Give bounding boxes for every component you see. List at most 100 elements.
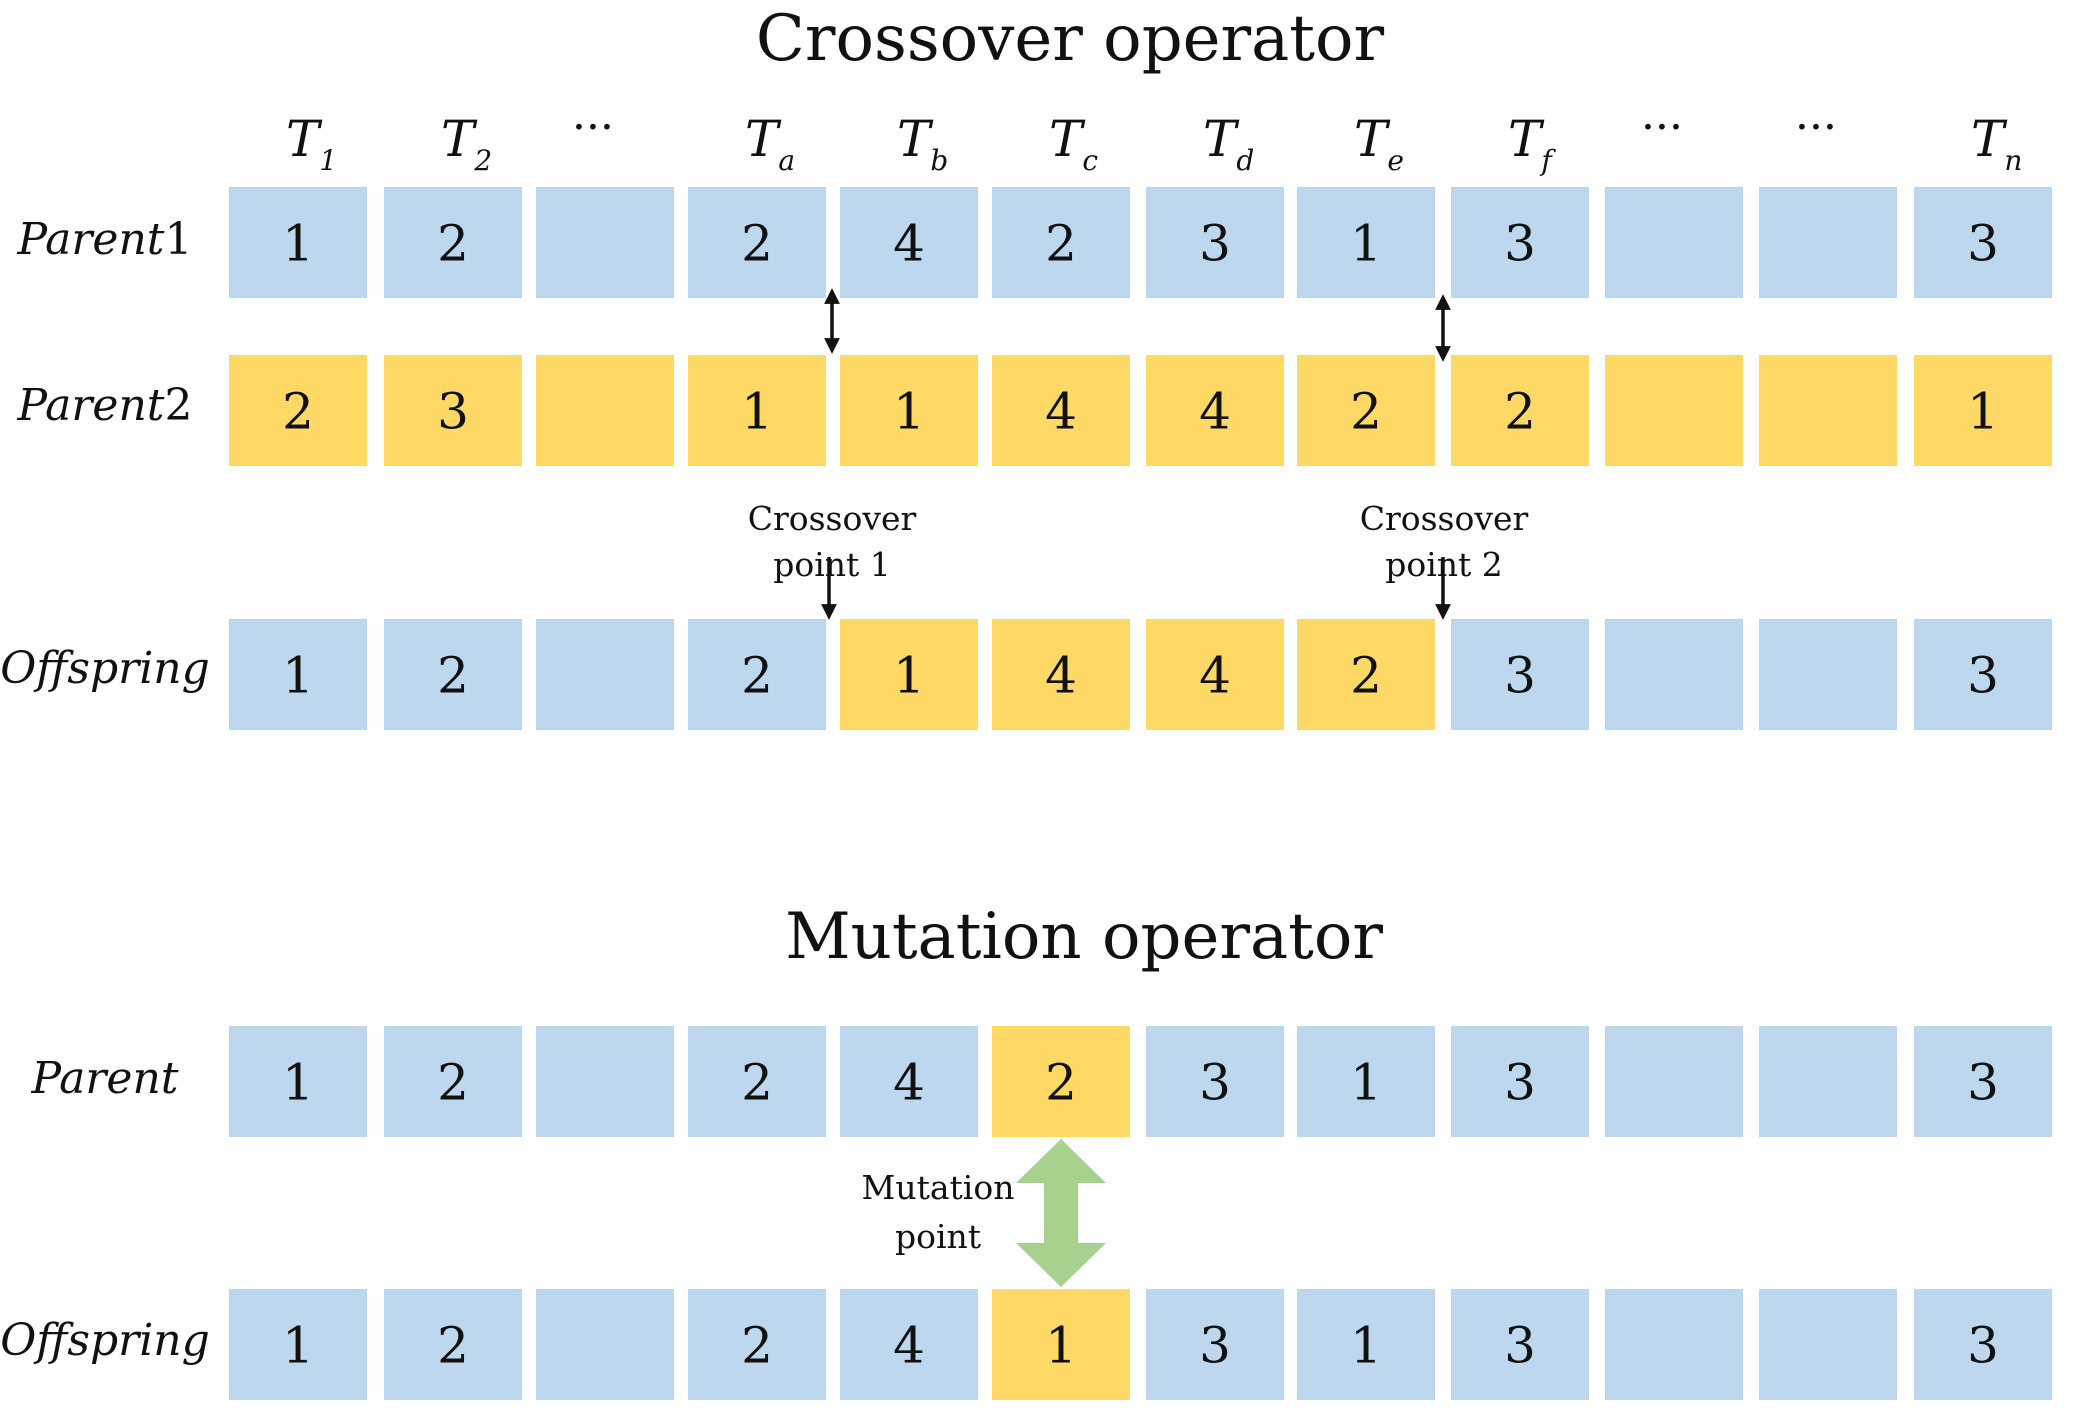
- gene-cell: [1759, 1026, 1897, 1137]
- column-header-ellipsis: ···: [1641, 102, 1683, 153]
- gene-cell: [840, 619, 978, 730]
- gene-value: 2: [741, 647, 773, 705]
- parent1-row-label-number: 1: [164, 214, 192, 265]
- gene-cell: [1146, 355, 1284, 466]
- column-header-subscript: c: [1082, 144, 1098, 177]
- gene-cell: [1451, 187, 1589, 298]
- column-header: Te: [1354, 110, 1404, 177]
- gene-value: 2: [437, 647, 469, 705]
- gene-value: 4: [893, 1054, 925, 1112]
- gene-cell: [688, 1289, 826, 1400]
- gene-cell: [1914, 1289, 2052, 1400]
- gene-cell: [688, 355, 826, 466]
- gene-value: 2: [1045, 1054, 1077, 1112]
- gene-value: 1: [1350, 215, 1382, 273]
- gene-value: 4: [1199, 647, 1231, 705]
- gene-cell: [536, 187, 674, 298]
- gene-cell: [1605, 1026, 1743, 1137]
- gene-value: 1: [893, 383, 925, 441]
- column-header-subscript: b: [930, 144, 948, 177]
- gene-cell: [840, 187, 978, 298]
- column-header: T1: [286, 110, 337, 177]
- mutation-point-label: Mutation: [862, 1168, 1015, 1207]
- column-header-main: T: [1971, 110, 2008, 168]
- crossover-offspring-row-label-text: Offspring: [0, 643, 210, 694]
- gene-value: 2: [741, 1317, 773, 1375]
- column-header-main: T: [897, 110, 934, 168]
- gene-cell: [1605, 355, 1743, 466]
- gene-cell: [992, 619, 1130, 730]
- column-header: Ta: [745, 110, 795, 177]
- column-header: Td: [1203, 110, 1254, 177]
- mutation-double-arrow: [1016, 1139, 1106, 1287]
- gene-cell: [384, 355, 522, 466]
- gene-cell: [1914, 619, 2052, 730]
- gene-value: 3: [1504, 215, 1536, 273]
- mutation-parent-row-label-text: Parent: [31, 1053, 179, 1104]
- column-header: T2: [441, 110, 492, 177]
- gene-value: 4: [893, 1317, 925, 1375]
- column-header: Tb: [897, 110, 948, 177]
- gene-cell: [1451, 619, 1589, 730]
- gene-cell: [1605, 187, 1743, 298]
- gene-value: 1: [1967, 383, 1999, 441]
- gene-value: 2: [437, 215, 469, 273]
- gene-value: 1: [282, 215, 314, 273]
- gene-cell: [992, 187, 1130, 298]
- gene-cell: [1605, 619, 1743, 730]
- column-header-subscript: n: [2004, 144, 2022, 177]
- column-header: Tc: [1049, 110, 1098, 177]
- gene-cell: [384, 1289, 522, 1400]
- gene-value: 2: [741, 1054, 773, 1112]
- column-header-ellipsis: ···: [1795, 102, 1837, 153]
- gene-cell: [384, 619, 522, 730]
- gene-cell: [229, 619, 367, 730]
- gene-cell: [536, 1289, 674, 1400]
- gene-cell: [1297, 619, 1435, 730]
- crossover-title: Crossover operator: [756, 2, 1385, 76]
- gene-value: 2: [1045, 215, 1077, 273]
- gene-cell: [229, 187, 367, 298]
- gene-value: 4: [1045, 383, 1077, 441]
- gene-value: 2: [1350, 647, 1382, 705]
- gene-value: 4: [1199, 383, 1231, 441]
- mutation-offspring-row-label: Offspring: [0, 1315, 210, 1366]
- gene-value: 4: [1045, 647, 1077, 705]
- gene-value: 2: [1350, 383, 1382, 441]
- gene-value: 3: [1199, 215, 1231, 273]
- gene-cell: [1759, 619, 1897, 730]
- gene-value: 3: [1967, 1054, 1999, 1112]
- gene-cell: [1914, 355, 2052, 466]
- parent1-row-label-text: Parent: [17, 214, 165, 265]
- gene-value: 1: [282, 1317, 314, 1375]
- gene-cell: [536, 355, 674, 466]
- gene-cell: [384, 187, 522, 298]
- gene-cell: [1605, 1289, 1743, 1400]
- crossover-point-1-label: point 1: [773, 545, 891, 584]
- gene-cell: [1297, 187, 1435, 298]
- column-header-ellipsis: ···: [572, 102, 614, 153]
- gene-value: 1: [282, 1054, 314, 1112]
- column-header-subscript: a: [778, 144, 795, 177]
- gene-cell: [384, 1026, 522, 1137]
- column-header-main: T: [1354, 110, 1391, 168]
- gene-value: 1: [1045, 1317, 1077, 1375]
- gene-cell: [1759, 355, 1897, 466]
- gene-value: 2: [741, 215, 773, 273]
- gene-cell: [229, 1289, 367, 1400]
- gene-cell: [992, 1026, 1130, 1137]
- gene-cell: [229, 355, 367, 466]
- gene-value: 1: [1350, 1317, 1382, 1375]
- column-header-subscript: e: [1387, 144, 1404, 177]
- gene-cell: [1297, 1026, 1435, 1137]
- gene-value: 3: [1967, 1317, 1999, 1375]
- gene-value: 4: [893, 215, 925, 273]
- gene-cell: [688, 1026, 826, 1137]
- gene-value: 3: [1967, 215, 1999, 273]
- gene-value: 1: [282, 647, 314, 705]
